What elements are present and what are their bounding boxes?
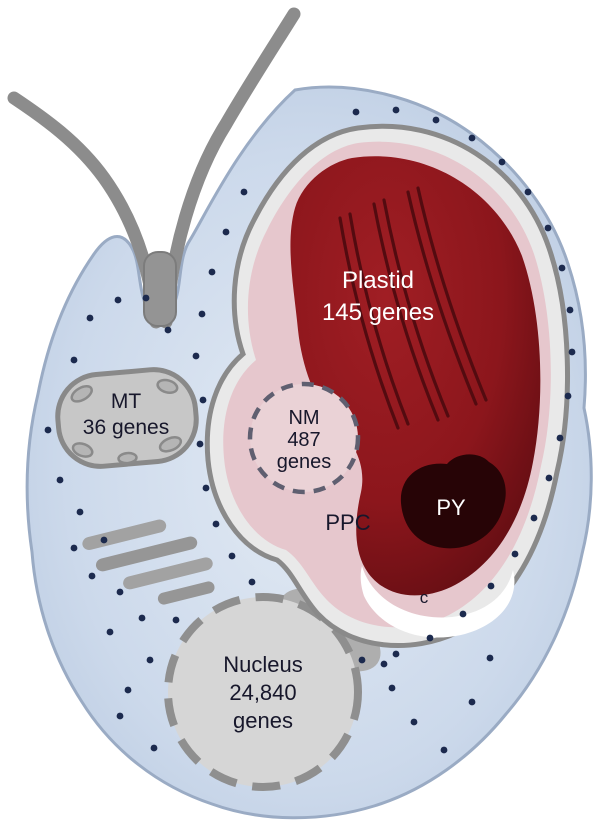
ribosome-dot — [146, 656, 154, 664]
ribosome-dot — [544, 224, 552, 232]
nucleomorph-genes-count: 487 — [287, 429, 320, 451]
golgi-cisterna — [157, 581, 215, 605]
ribosome-dot — [392, 650, 400, 658]
ribosome-dot — [487, 582, 495, 590]
ribosome-dot — [426, 634, 434, 642]
ribosome-dot — [124, 686, 132, 694]
ribosome-dot — [192, 352, 200, 360]
ribosome-dot — [116, 588, 124, 596]
thylakoid-line — [382, 198, 450, 418]
ribosome-dot — [212, 520, 220, 528]
c-region — [360, 566, 515, 638]
ribosome-dot — [106, 628, 114, 636]
pyrenoid-label: PY — [436, 495, 466, 520]
ribosome-dot — [240, 188, 248, 196]
nucleomorph-genes-word: genes — [277, 451, 332, 473]
golgi-cisterna — [95, 536, 198, 572]
ribosome-dot — [524, 188, 532, 196]
ribosome-dot — [380, 660, 388, 668]
ribosome-dot — [352, 108, 360, 116]
ribosome-dot — [440, 746, 448, 754]
ribosome-dot — [468, 134, 476, 142]
ribosome-dot — [392, 106, 400, 114]
thylakoid-line — [372, 202, 440, 422]
thylakoid-line — [348, 212, 410, 426]
mitochondrion — [55, 367, 199, 469]
plastid-label: Plastid — [342, 267, 414, 294]
nucleus-label: Nucleus — [223, 652, 302, 677]
ribosome-dot — [564, 392, 572, 400]
nucleus-genes-count: 24,840 — [229, 680, 296, 705]
ribosome-dot — [76, 508, 84, 516]
mitochondrion-crista — [158, 436, 183, 453]
mitochondrion-label: MT — [111, 390, 141, 413]
ribosome-dot — [358, 656, 366, 664]
plastid-genes-label: 145 genes — [322, 299, 434, 326]
ribosome-dot — [198, 310, 206, 318]
mitochondrion-crista — [70, 385, 93, 403]
pyrenoid — [400, 454, 506, 549]
ribosome-dot — [138, 614, 146, 622]
ribosome-dot — [222, 228, 230, 236]
mitochondrion-crista — [117, 451, 138, 465]
ribosome-dot — [410, 718, 418, 726]
ribosome-dot — [498, 158, 506, 166]
ribosome-dot — [100, 536, 108, 544]
ribosome-dot — [114, 296, 122, 304]
nucleus-genes-word: genes — [233, 708, 293, 733]
nucleomorph — [247, 381, 361, 495]
mitochondrion-crista — [71, 442, 94, 458]
ribosome-dot — [568, 348, 576, 356]
thylakoid-line — [406, 190, 478, 406]
ribosome-dot — [150, 744, 158, 752]
ribosome-dot — [228, 552, 236, 560]
ribosome-dot — [199, 396, 207, 404]
ribosome-dot — [558, 264, 566, 272]
ribosome-dot — [56, 476, 64, 484]
basal-body — [143, 251, 177, 327]
ribosome-dot — [530, 514, 538, 522]
nucleomorph-label: NM — [288, 407, 319, 429]
ribosome-dot — [116, 712, 124, 720]
ribosome-dot — [459, 610, 467, 618]
c-region-label: c — [420, 588, 429, 607]
ribosome-dot — [172, 616, 180, 624]
ribosome-dot — [545, 474, 553, 482]
ribosome-dot — [511, 550, 519, 558]
nucleus — [164, 593, 362, 791]
ribosome-dot — [142, 294, 150, 302]
thylakoid-line — [338, 216, 400, 430]
thylakoid-line — [416, 186, 488, 402]
ribosome-dot — [248, 578, 256, 586]
ribosome-dot — [566, 306, 574, 314]
ribosome-dot — [556, 434, 564, 442]
mitochondrion-crista — [156, 378, 179, 394]
ribosome-dot — [44, 426, 52, 434]
ribosome-dot — [86, 314, 94, 322]
ribosome-dot — [486, 654, 494, 662]
ribosome-dot — [70, 544, 78, 552]
mitochondrion-genes-label: 36 genes — [83, 416, 169, 439]
ribosome-dot — [196, 440, 204, 448]
ribosome-dot — [164, 326, 172, 334]
ribosome-dot — [88, 572, 96, 580]
ribosome-dot — [208, 268, 216, 276]
ribosome-dot — [468, 698, 476, 706]
ribosome-dots — [44, 106, 576, 754]
ribosome-dot — [388, 684, 396, 692]
ribosome-dot — [202, 484, 210, 492]
ribosome-dot — [70, 356, 78, 364]
golgi-cisterna — [123, 557, 213, 590]
ppc-label: PPC — [325, 510, 370, 535]
ribosome-dot — [432, 116, 440, 124]
thylakoids — [338, 186, 488, 430]
